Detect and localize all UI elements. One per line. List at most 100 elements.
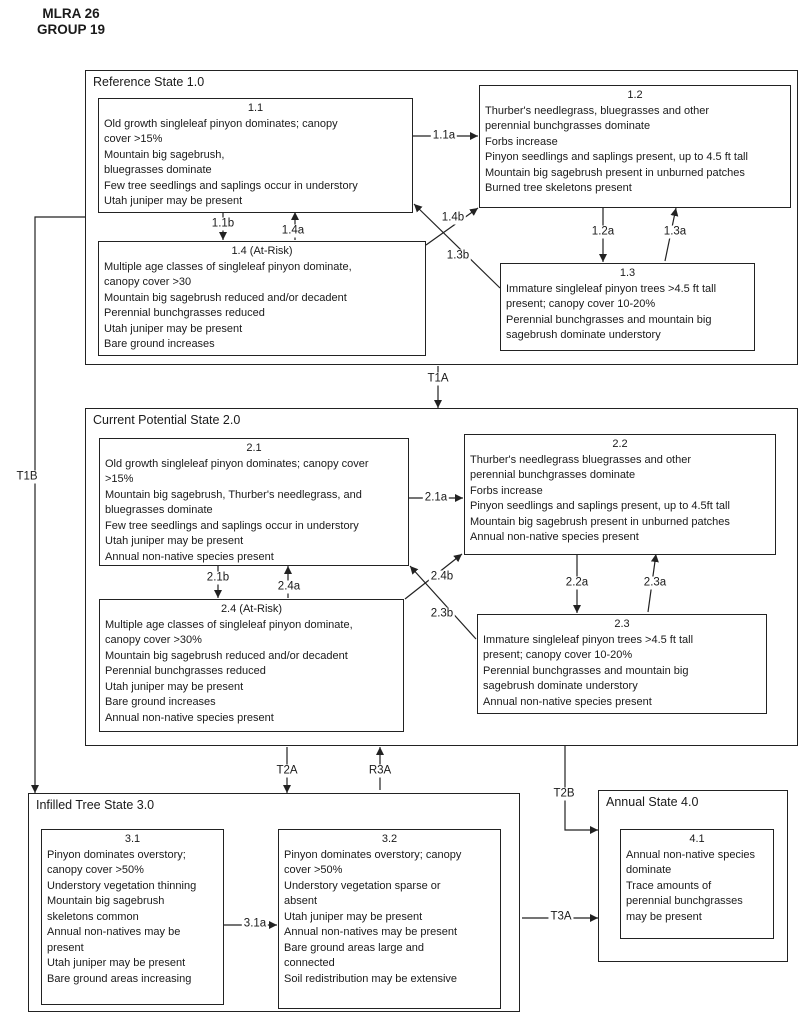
community-title: 1.2 bbox=[627, 89, 643, 101]
arrow-label-3-1a: 3.1a bbox=[241, 917, 269, 931]
arrow-label-1-1a: 1.1a bbox=[430, 129, 458, 143]
arrow-label-t2b: T2B bbox=[551, 787, 577, 801]
community-title: 1.1 bbox=[247, 102, 264, 114]
community-line: Annual non-native species bbox=[626, 848, 756, 861]
arrow-label-t3a: T3A bbox=[548, 910, 574, 924]
community-line: canopy cover >50% bbox=[47, 864, 144, 876]
community-title: 2.4 (At-Risk) bbox=[220, 603, 283, 615]
community-box-1-4: 1.4 (At-Risk) Multiple age classes of si… bbox=[98, 241, 426, 356]
state-4-label: Annual State 4.0 bbox=[606, 795, 699, 809]
arrow-label-1-3b: 1.3b bbox=[444, 249, 472, 263]
community-line: Thurber's needlegrass, bluegrasses and o… bbox=[485, 104, 710, 117]
community-line: Annual non-native species present bbox=[105, 711, 274, 724]
community-title: 1.4 (At-Risk) bbox=[231, 245, 293, 257]
community-box-2-3: 2.3 Immature singleleaf pinyon trees >4.… bbox=[477, 614, 767, 714]
community-line: Old growth singleleaf pinyon dominates; … bbox=[104, 117, 338, 130]
community-line: sagebrush dominate understory bbox=[506, 329, 661, 341]
community-line: Understory vegetation sparse or bbox=[284, 879, 441, 892]
community-line: perennial bunchgrasses dominate bbox=[485, 120, 651, 132]
community-line: Bare ground areas large and bbox=[284, 941, 425, 954]
community-line: Multiple age classes of singleleaf pinyo… bbox=[104, 260, 352, 273]
community-line: Bare ground increases bbox=[105, 696, 216, 708]
state-current-potential-2-0: Current Potential State 2.0 2.1 Old grow… bbox=[85, 408, 798, 746]
state-infilled-tree-3-0: Infilled Tree State 3.0 3.1 Pinyon domin… bbox=[28, 793, 520, 1012]
community-line: Perennial bunchgrasses and mountain big bbox=[506, 313, 712, 326]
community-line: Annual non-natives may be bbox=[47, 926, 181, 938]
community-line: Mountain big sagebrush, bbox=[104, 148, 225, 161]
community-line: Burned tree skeletons present bbox=[485, 182, 632, 194]
community-line: Few tree seedlings and saplings occur in… bbox=[105, 519, 359, 532]
community-line: Trace amounts of bbox=[626, 879, 712, 892]
community-line: skeletons common bbox=[47, 910, 139, 923]
community-line: Pinyon seedlings and saplings present, u… bbox=[470, 500, 730, 512]
state-3-label: Infilled Tree State 3.0 bbox=[36, 798, 155, 812]
arrow-label-1-1b: 1.1b bbox=[209, 217, 237, 231]
arrow-t2b bbox=[564, 746, 598, 834]
arrow-t1b bbox=[31, 216, 85, 793]
community-line: bluegrasses dominate bbox=[105, 504, 213, 516]
community-box-2-4: 2.4 (At-Risk) Multiple age classes of si… bbox=[99, 599, 404, 732]
arrow-label-r3a: R3A bbox=[366, 764, 394, 778]
community-line: absent bbox=[284, 895, 318, 907]
group-label: GROUP 19 bbox=[36, 22, 106, 37]
community-line: Utah juniper may be present bbox=[105, 680, 244, 693]
arrow-label-2-1a: 2.1a bbox=[422, 491, 450, 505]
arrow-label-t1b: T1B bbox=[14, 470, 40, 484]
arrow-label-t1a: T1A bbox=[425, 372, 451, 386]
community-line: Mountain big sagebrush reduced and/or de… bbox=[104, 291, 347, 304]
community-title: 4.1 bbox=[689, 833, 705, 845]
community-line: Forbs increase bbox=[485, 135, 558, 148]
arrow-label-2-3b: 2.3b bbox=[428, 607, 456, 621]
community-line: canopy cover >30% bbox=[105, 634, 202, 646]
community-line: Utah juniper may be present bbox=[47, 957, 186, 969]
community-line: present; canopy cover 10-20% bbox=[483, 649, 633, 661]
community-line: connected bbox=[284, 957, 335, 969]
community-box-2-2: 2.2 Thurber's needlegrass bluegrasses an… bbox=[464, 434, 776, 555]
community-line: Annual non-native species present bbox=[470, 531, 639, 543]
community-line: Multiple age classes of singleleaf pinyo… bbox=[105, 618, 353, 631]
community-line: sagebrush dominate understory bbox=[483, 680, 638, 692]
community-line: Utah juniper may be present bbox=[284, 910, 423, 923]
community-box-3-1: 3.1 Pinyon dominates overstory; canopy c… bbox=[41, 829, 224, 1005]
community-line: Utah juniper may be present bbox=[104, 195, 243, 207]
community-line: Mountain big sagebrush, Thurber's needle… bbox=[105, 488, 362, 501]
community-line: Mountain big sagebrush present in unburn… bbox=[485, 166, 745, 179]
community-line: Mountain big sagebrush reduced and/or de… bbox=[105, 649, 348, 662]
community-line: Pinyon seedlings and saplings present, u… bbox=[485, 151, 748, 163]
arrow-label-2-4b: 2.4b bbox=[428, 570, 456, 584]
community-line: Annual non-native species present bbox=[483, 695, 652, 708]
community-box-1-2: 1.2 Thurber's needlegrass, bluegrasses a… bbox=[479, 85, 791, 208]
community-line: Understory vegetation thinning bbox=[47, 879, 197, 892]
arrow-2-3b bbox=[409, 565, 477, 640]
community-line: perennial bunchgrasses bbox=[626, 895, 743, 907]
arrow-label-t2a: T2A bbox=[274, 764, 300, 778]
community-line: present; canopy cover 10-20% bbox=[506, 298, 656, 310]
community-title: 2.3 bbox=[614, 618, 630, 630]
community-line: Forbs increase bbox=[470, 484, 543, 497]
community-line: dominate bbox=[626, 864, 672, 876]
community-title: 3.1 bbox=[124, 833, 141, 845]
community-line: Pinyon dominates overstory; canopy bbox=[284, 848, 462, 861]
community-line: Pinyon dominates overstory; bbox=[47, 848, 186, 861]
arrow-1-3b bbox=[413, 203, 501, 289]
arrow-label-2-1b: 2.1b bbox=[204, 571, 232, 585]
community-line: cover >50% bbox=[284, 864, 343, 876]
state-1-label: Reference State 1.0 bbox=[93, 75, 205, 89]
community-line: cover >15% bbox=[104, 133, 163, 145]
arrow-label-1-4a: 1.4a bbox=[279, 224, 307, 238]
community-title: 2.2 bbox=[612, 438, 628, 450]
community-line: canopy cover >30 bbox=[104, 276, 192, 288]
community-title: 3.2 bbox=[381, 833, 398, 845]
community-line: Mountain big sagebrush bbox=[47, 895, 165, 907]
community-line: Old growth singleleaf pinyon dominates; … bbox=[105, 457, 369, 470]
community-line: Thurber's needlegrass bluegrasses and ot… bbox=[470, 453, 692, 466]
document-title: MLRA 26 GROUP 19 bbox=[36, 6, 106, 38]
community-line: Perennial bunchgrasses reduced bbox=[104, 307, 265, 319]
community-line: Bare ground increases bbox=[104, 338, 215, 350]
state-annual-4-0: Annual State 4.0 4.1 Annual non-native s… bbox=[598, 790, 788, 962]
arrow-label-1-4b: 1.4b bbox=[439, 211, 467, 225]
mlra-label: MLRA 26 bbox=[42, 6, 100, 21]
community-line: Annual non-natives may be present bbox=[284, 926, 458, 938]
community-line: Perennial bunchgrasses reduced bbox=[105, 665, 266, 677]
